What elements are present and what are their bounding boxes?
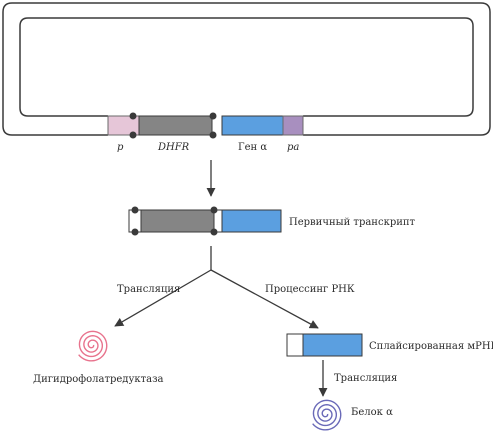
- splice-site-dot: [209, 112, 217, 120]
- alpha-protein-spiral: [312, 399, 342, 431]
- mrna-gene-box: [302, 333, 363, 357]
- alpha-product-label: Белок α: [351, 407, 393, 418]
- dhfr-protein-spiral: [78, 330, 108, 362]
- dhfr-box: [138, 115, 213, 136]
- splice-site-dot: [131, 206, 139, 214]
- protein-translation-label: Трансляция: [334, 373, 397, 384]
- plasmid-outer-line: [2, 2, 491, 136]
- translation-branch-arrow: [114, 269, 212, 327]
- splice-site-dot: [209, 131, 217, 139]
- rna-processing-label: Процессинг РНК: [265, 284, 355, 295]
- gene-alpha-box: [221, 115, 284, 136]
- spliced-mrna: Сплайсированная мРНК: [286, 333, 493, 357]
- processing-branch-arrow: [210, 269, 319, 329]
- gene-alpha-label: Ген α: [238, 142, 267, 153]
- polya-box: [282, 115, 304, 136]
- splice-site-dot: [129, 112, 137, 120]
- dhfr-product-label: Дигидрофолатредуктаза: [33, 374, 164, 385]
- splice-site-dot: [129, 131, 137, 139]
- promoter-label: p: [117, 142, 124, 153]
- spliced-mrna-label: Сплайсированная мРНК: [369, 341, 493, 352]
- primary-transcript: Первичный транскрипт: [128, 206, 416, 236]
- splice-site-dot: [210, 228, 218, 236]
- transcript-dhfr-box: [140, 209, 215, 233]
- mrna-leader-box: [286, 333, 304, 357]
- splice-site-dot: [210, 206, 218, 214]
- plasmid: p DHFR Ген α pa: [2, 2, 491, 153]
- splice-site-dot: [131, 228, 139, 236]
- transcript-gap-box: [213, 209, 223, 233]
- polya-label: pa: [287, 142, 299, 153]
- dhfr-label: DHFR: [157, 142, 190, 153]
- translation-branch-label: Трансляция: [117, 284, 180, 295]
- plasmid-inner-line: [19, 17, 474, 117]
- transcript-gene-box: [221, 209, 282, 233]
- primary-transcript-label: Первичный транскрипт: [289, 217, 416, 228]
